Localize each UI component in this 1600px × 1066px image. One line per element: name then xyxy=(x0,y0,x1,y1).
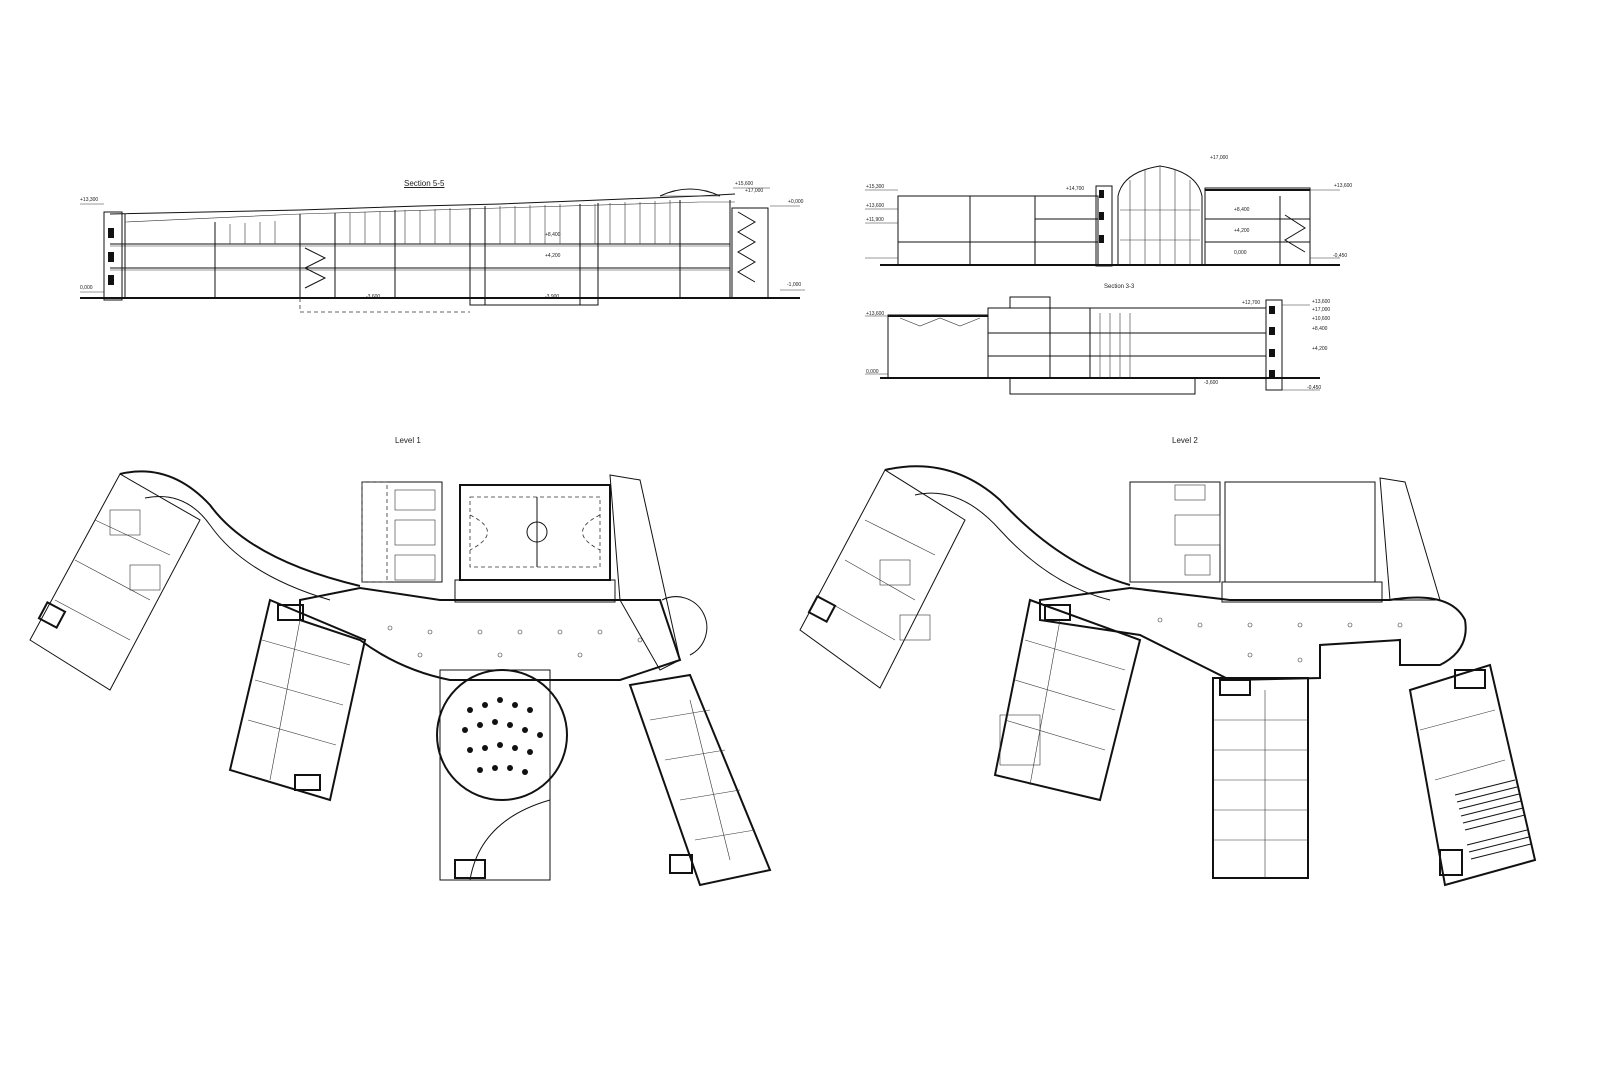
elevation-label: +13,600 xyxy=(866,311,885,317)
elevation-label: -0,450 xyxy=(1333,253,1348,259)
elevation-label: +13,600 xyxy=(866,203,885,209)
level-2-title: Level 2 xyxy=(1172,436,1198,445)
elevation-label: +4,200 xyxy=(1234,228,1250,234)
elevation-label: +8,400 xyxy=(545,232,561,238)
elevation-label: +8,400 xyxy=(1312,326,1328,332)
elevation-label: +4,200 xyxy=(545,253,561,259)
elevation-label: +10,600 xyxy=(1312,316,1331,322)
section-5-5-title: Section 5-5 xyxy=(404,179,445,188)
elevation-label: +4,200 xyxy=(1312,346,1328,352)
elevation-label: +11,900 xyxy=(866,217,884,223)
section-3-3-drawing xyxy=(865,296,1320,395)
level-2-plan xyxy=(799,465,1537,887)
section-5-5-drawing xyxy=(80,187,805,313)
elevation-label: 0,000 xyxy=(80,285,93,291)
elevation-label: +17,000 xyxy=(745,188,764,194)
section-3-3-title: Section 3-3 xyxy=(1104,284,1135,290)
elevation-label: +12,700 xyxy=(1242,300,1261,306)
elevation-label: -3,600 xyxy=(1204,380,1219,386)
elevation-label: +15,600 xyxy=(735,181,754,187)
elevation-label: +17,000 xyxy=(1210,155,1229,161)
elevation-label: +17,000 xyxy=(1312,307,1331,313)
section-upper-right-drawing xyxy=(865,165,1340,267)
elevation-label: +8,400 xyxy=(1234,207,1250,213)
elevation-label: +13,600 xyxy=(1334,183,1353,189)
elevation-label: +0,000 xyxy=(788,199,804,205)
level-1-title: Level 1 xyxy=(395,436,421,445)
elevation-label: +13,300 xyxy=(80,197,99,203)
level-1-plan xyxy=(29,470,772,887)
elevation-label: 0,000 xyxy=(1234,250,1247,256)
elevation-label: +14,700 xyxy=(1066,186,1085,192)
elevation-label: -1,000 xyxy=(787,282,802,288)
elevation-label: 0,000 xyxy=(866,369,879,375)
elevation-label: +15,300 xyxy=(866,184,885,190)
elevation-label: -0,450 xyxy=(1307,385,1322,391)
elevation-label: +13,600 xyxy=(1312,299,1331,305)
